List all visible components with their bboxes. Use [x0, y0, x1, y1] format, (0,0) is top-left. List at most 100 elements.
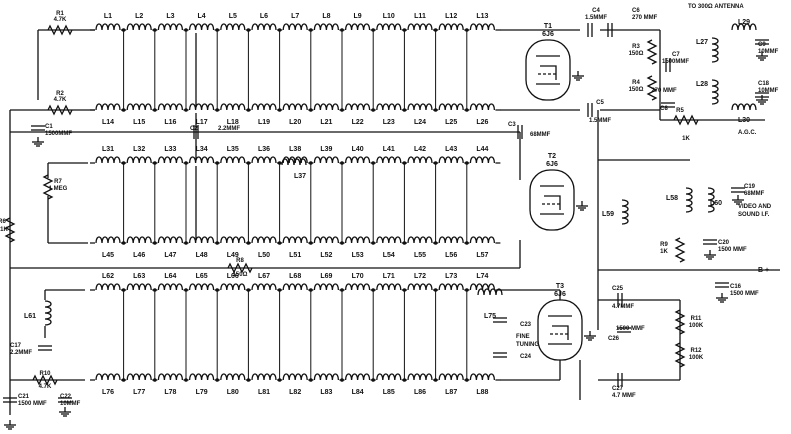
capacitor-ref: C4 — [592, 8, 600, 14]
coil-label: L15 — [133, 119, 145, 126]
coil-label: L32 — [133, 146, 145, 153]
coil-l60 — [707, 187, 715, 213]
coil-l66 — [220, 283, 246, 291]
coil-l8 — [313, 23, 340, 31]
resistor-r6 — [4, 217, 16, 243]
capacitor-value: 1500 MMF — [730, 291, 759, 297]
tube-name: T3 — [556, 283, 564, 290]
coil-l77 — [126, 373, 152, 381]
coil-l34 — [188, 156, 215, 164]
coil-l88 — [469, 373, 496, 381]
coil-label: L51 — [289, 252, 301, 259]
tube-name: T2 — [548, 153, 556, 160]
ground-symbol — [572, 71, 584, 81]
coil-l55 — [407, 236, 433, 244]
ground-symbol — [59, 407, 71, 417]
coil-label: L1 — [104, 13, 112, 20]
capacitor-c7 — [665, 58, 671, 72]
coil-l17 — [188, 103, 215, 111]
capacitor-c2 — [193, 125, 199, 139]
ground-symbol — [584, 331, 596, 341]
capacitor-ref: C6 — [632, 8, 640, 14]
coil-label: L70 — [352, 273, 364, 280]
coil-label: L11 — [414, 13, 426, 20]
coil-l23 — [376, 103, 402, 111]
capacitor-ref: C20 — [718, 240, 730, 246]
capacitor-c1 — [31, 125, 45, 131]
coil-label: L86 — [414, 389, 426, 396]
capacitor-value: 4.7MMF — [612, 304, 634, 310]
resistor-r8 — [227, 262, 253, 274]
coil-label: L44 — [476, 146, 488, 153]
sound-label: SOUND I.F. — [738, 212, 770, 218]
capacitor-c23 — [493, 317, 507, 323]
capacitor-ref: C27 — [612, 386, 624, 392]
coil-l76 — [95, 373, 121, 381]
resistor-value: 150Ω — [629, 51, 644, 57]
coil-l70 — [344, 283, 371, 291]
coil-label: L67 — [258, 273, 270, 280]
coil-label: L47 — [164, 252, 176, 259]
resistor-value: 150Ω — [629, 87, 644, 93]
coil-l54 — [376, 236, 402, 244]
coil-label: L35 — [227, 146, 239, 153]
capacitor-ref: C9 — [758, 42, 766, 48]
coil-l38 — [282, 156, 308, 164]
coil-label: L41 — [383, 146, 395, 153]
capacitor-ref: C25 — [612, 286, 624, 292]
coil-label: L31 — [102, 146, 114, 153]
resistor-ref: R10 — [39, 371, 51, 377]
coil-label: L57 — [476, 252, 488, 259]
coil-label: L73 — [445, 273, 457, 280]
ground-symbol — [756, 51, 768, 61]
resistor-ref: R8 — [236, 258, 244, 264]
coil-label: L83 — [320, 389, 332, 396]
coil-l37 — [281, 158, 307, 166]
coil-l58 — [685, 187, 693, 213]
coil-label: L23 — [383, 119, 395, 126]
coil-l12 — [438, 23, 464, 31]
coil-label: L6 — [260, 13, 268, 20]
capacitor-value: 4.7 MMF — [612, 393, 636, 399]
components — [3, 23, 769, 430]
capacitor-ref: C18 — [758, 81, 770, 87]
capacitor-ref: C3 — [508, 122, 516, 128]
coil-label: L27 — [696, 39, 708, 46]
tube-type: 6J6 — [554, 291, 566, 298]
antenna-label: TO 300Ω ANTENNA — [688, 4, 744, 10]
coil-l36 — [251, 156, 277, 164]
capacitor-c25 — [617, 293, 623, 307]
capacitor-c19 — [731, 187, 745, 193]
capacitor-ref: C17 — [10, 343, 22, 349]
coil-l46 — [126, 236, 152, 244]
coil-label: L34 — [196, 146, 208, 153]
capacitor-value: 270 MMF — [632, 15, 658, 21]
coil-label: L76 — [102, 389, 114, 396]
resistor-ref: R1 — [56, 11, 64, 17]
coil-l71 — [376, 283, 402, 291]
capacitor-ref: C26 — [608, 336, 620, 342]
coil-l39 — [313, 156, 340, 164]
capacitor-value: 1500 MMF — [616, 326, 645, 332]
coil-l79 — [188, 373, 215, 381]
capacitor-value: 1500MMF — [662, 59, 689, 65]
resistor-value: 100K — [689, 355, 704, 361]
coil-l67 — [251, 283, 277, 291]
tube-type: 6J6 — [546, 161, 558, 168]
coil-l84 — [344, 373, 371, 381]
coil-label: L54 — [383, 252, 395, 259]
coil-l82 — [282, 373, 308, 381]
coil-l21 — [313, 103, 340, 111]
coil-l18 — [220, 103, 246, 111]
coil-label: L87 — [445, 389, 457, 396]
coil-label: L10 — [383, 13, 395, 20]
coil-label: L21 — [320, 119, 332, 126]
capacitor-ref: C21 — [18, 394, 30, 400]
ground-symbol — [4, 420, 16, 430]
coil-l6 — [251, 23, 277, 31]
bplus-label: B + — [758, 267, 769, 274]
coil-l3 — [157, 23, 184, 31]
fine-label: FINE — [516, 334, 530, 340]
coil-label: L16 — [164, 119, 176, 126]
